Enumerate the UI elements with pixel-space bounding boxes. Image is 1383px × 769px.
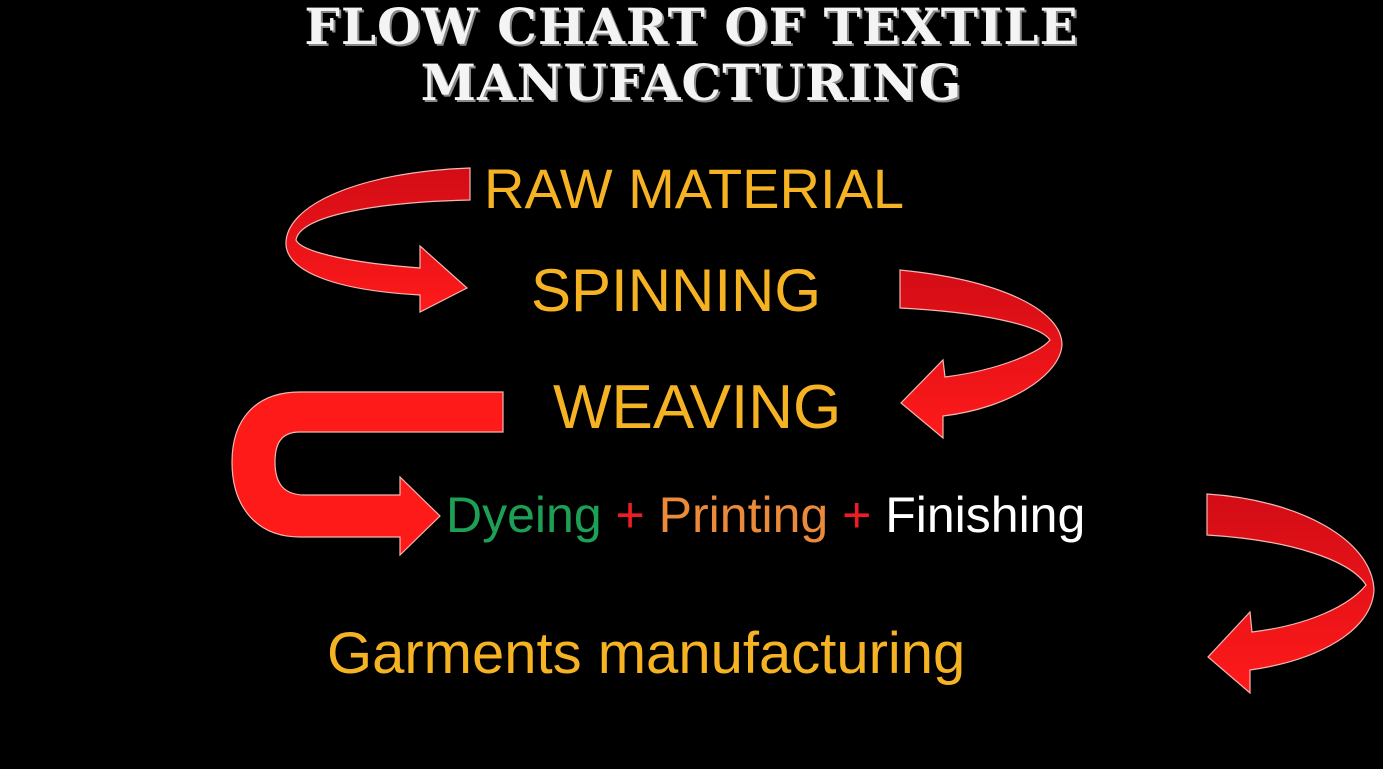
step-weaving: WEAVING xyxy=(553,373,842,442)
step-dyeing: Dyeing xyxy=(446,487,602,543)
step-finishing: Finishing xyxy=(885,487,1086,543)
plus-sign: + xyxy=(842,487,872,543)
title-line-1: FLOW CHART OF TEXTILE xyxy=(304,0,1079,56)
curved-arrow-icon-processing-to-garments xyxy=(1206,493,1375,695)
curved-arrow-icon-spinning-to-weaving xyxy=(899,269,1063,440)
curved-arrow-icon-raw-to-spinning xyxy=(285,167,471,313)
step-printing: Printing xyxy=(658,487,829,543)
u-turn-arrow-icon-weaving-to-processing xyxy=(231,391,504,557)
title-line-2: MANUFACTURING xyxy=(420,53,963,112)
step-garments-manufacturing: Garments manufacturing xyxy=(327,621,966,686)
step-raw-material: RAW MATERIAL xyxy=(484,157,905,220)
step-processing: Dyeing + Printing + Finishing xyxy=(446,486,1085,544)
plus-sign: + xyxy=(615,487,645,543)
step-spinning: SPINNING xyxy=(531,257,822,324)
